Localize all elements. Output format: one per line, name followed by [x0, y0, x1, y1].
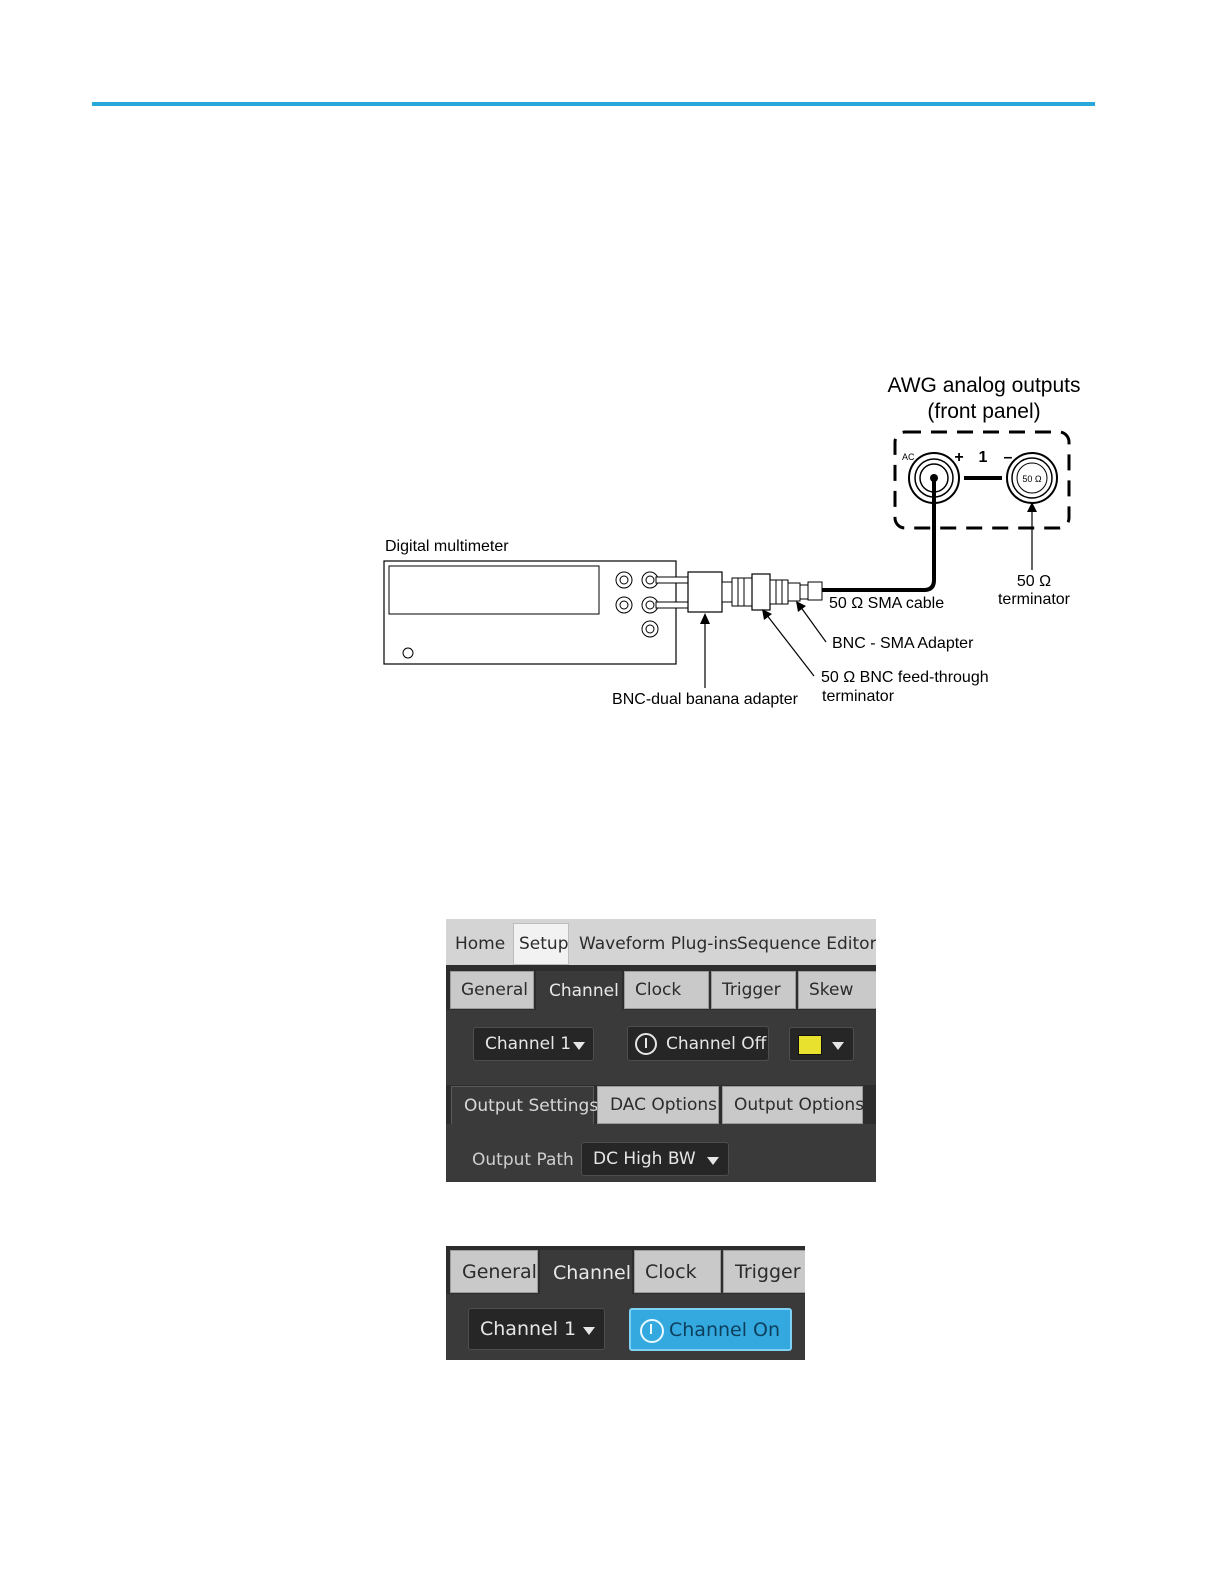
tab-sequence-editor[interactable]: Sequence Editor — [737, 934, 876, 954]
adapter-chain-icon — [655, 571, 823, 613]
output-path-label: Output Path — [472, 1150, 574, 1170]
diagram-title-line2: (front panel) — [927, 400, 1040, 423]
front-panel-outline — [893, 430, 1071, 530]
diagram-title-line1: AWG analog outputs — [888, 374, 1081, 397]
channel-off-button[interactable]: Channel Off — [627, 1026, 769, 1061]
tab-home[interactable]: Home — [455, 934, 506, 954]
channel-select-value: Channel 1 — [485, 1034, 572, 1054]
tab-output-settings[interactable]: Output Settings — [451, 1086, 598, 1126]
power-icon — [635, 1033, 657, 1055]
chevron-down-icon — [832, 1042, 844, 1050]
tab-general[interactable]: General — [450, 971, 534, 1009]
sma-cable-label: 50 Ω SMA cable — [829, 595, 944, 612]
tab-channel[interactable]: Channel — [540, 1250, 632, 1296]
color-swatch — [798, 1035, 822, 1055]
panel-channel-label: 1 — [979, 449, 988, 466]
digital-multimeter-icon — [383, 560, 677, 665]
banana-adapter-label: BNC-dual banana adapter — [612, 691, 799, 708]
chevron-down-icon — [573, 1042, 585, 1050]
multimeter-label: Digital multimeter — [385, 538, 509, 555]
channel-color-select[interactable] — [789, 1027, 854, 1061]
terminator-label-line2: terminator — [998, 591, 1071, 608]
feedthrough-label-line1: 50 Ω BNC feed-through — [821, 669, 989, 686]
panel-minus-label: – — [1004, 449, 1013, 466]
chevron-down-icon — [707, 1157, 719, 1165]
tab-channel[interactable]: Channel — [536, 971, 622, 1011]
connection-diagram: AWG analog outputs (front panel) AC + 1 … — [383, 374, 1081, 708]
panel-ac-label: AC — [902, 452, 915, 462]
tab-clock[interactable]: Clock — [624, 971, 709, 1009]
tab-general[interactable]: General — [450, 1250, 538, 1293]
sma-cable — [820, 478, 936, 592]
channel-on-button[interactable]: Channel On — [629, 1308, 792, 1351]
tab-clock[interactable]: Clock — [634, 1250, 721, 1293]
power-icon — [640, 1319, 664, 1343]
channel-on-screenshot: General Channel Clock Trigger Channel 1 … — [446, 1246, 805, 1360]
panel-plus-label: + — [954, 449, 963, 466]
tab-trigger[interactable]: Trigger — [723, 1250, 805, 1293]
terminator-label-line1: 50 Ω — [1017, 573, 1051, 590]
header-rule — [92, 102, 1095, 106]
tab-skew[interactable]: Skew — [798, 971, 876, 1009]
chevron-down-icon — [583, 1327, 595, 1335]
channel-select[interactable]: Channel 1 — [473, 1027, 594, 1061]
output-path-value: DC High BW — [593, 1149, 696, 1169]
output-path-select[interactable]: DC High BW — [581, 1142, 729, 1176]
feedthrough-label-line2: terminator — [822, 688, 895, 705]
setup-channel-screenshot: Home Setup Waveform Plug-ins Sequence Ed… — [446, 919, 876, 1182]
tab-trigger[interactable]: Trigger — [711, 971, 796, 1009]
terminator-inner-label: 50 Ω — [1022, 474, 1042, 484]
channel-select-value: Channel 1 — [480, 1318, 577, 1340]
bnc-sma-adapter-label: BNC - SMA Adapter — [832, 635, 974, 652]
channel-off-label: Channel Off — [666, 1033, 767, 1054]
channel-on-label: Channel On — [669, 1318, 781, 1341]
tab-waveform-plug-ins[interactable]: Waveform Plug-ins — [579, 934, 738, 954]
tab-dac-options[interactable]: DAC Options — [597, 1086, 719, 1124]
tab-output-options[interactable]: Output Options — [722, 1086, 864, 1124]
channel-select[interactable]: Channel 1 — [468, 1308, 605, 1350]
tab-setup[interactable]: Setup — [513, 923, 569, 965]
